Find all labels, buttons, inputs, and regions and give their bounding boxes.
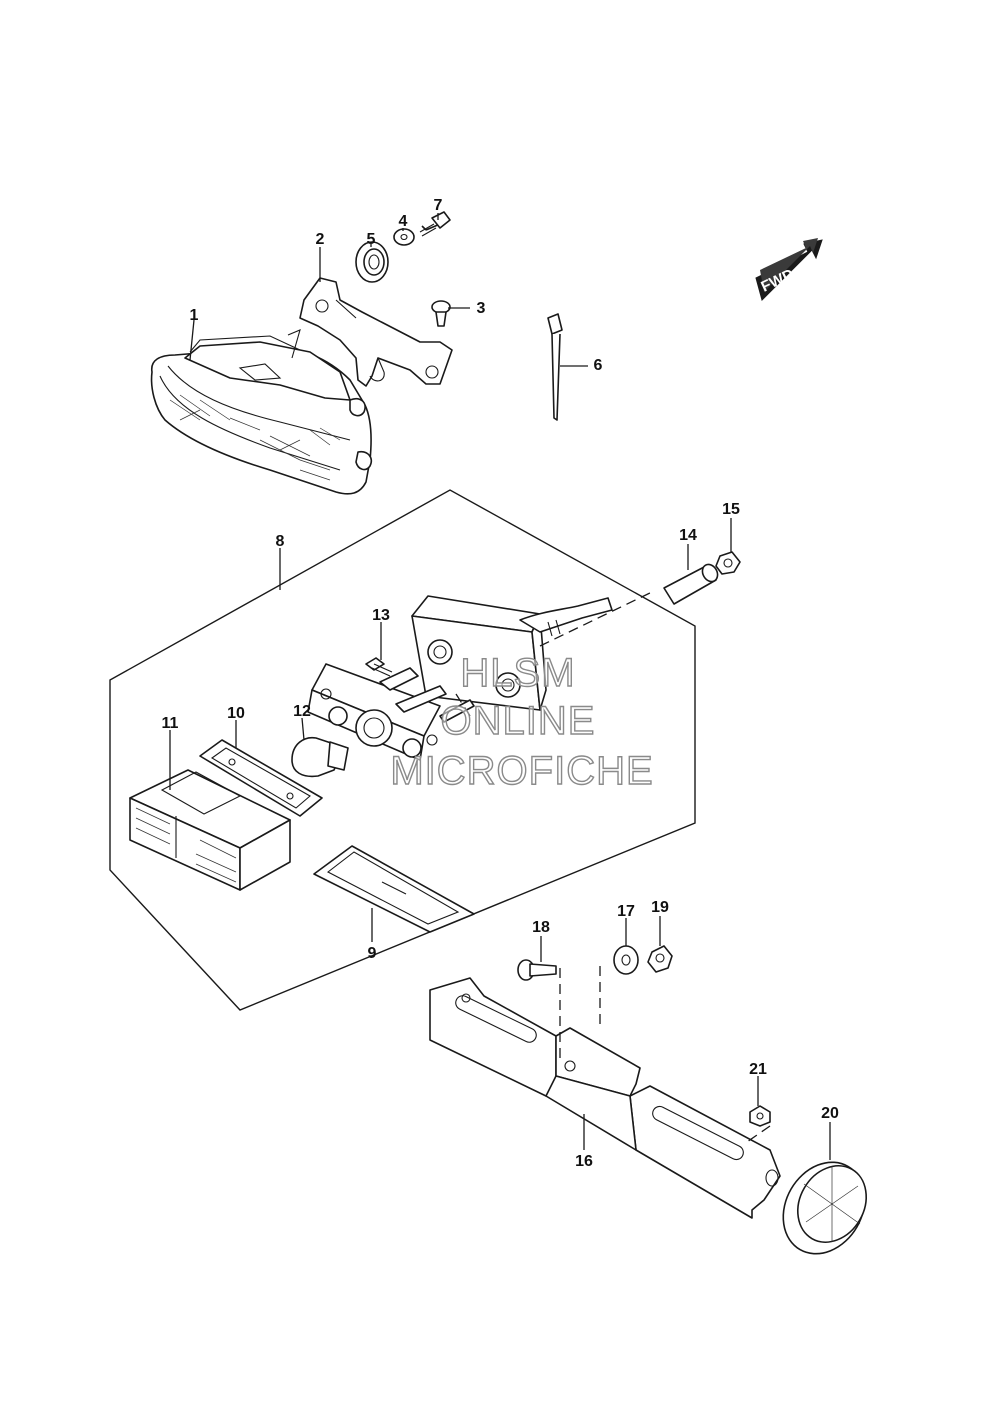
callout-17: 17 <box>617 903 635 920</box>
callout-13: 13 <box>372 607 390 624</box>
callout-19: 19 <box>651 899 669 916</box>
bulb-socket-plate <box>307 663 475 761</box>
callout-6: 6 <box>594 357 603 374</box>
screw-13 <box>365 657 393 677</box>
callout-labels: 1 2 3 4 5 6 7 8 9 10 11 12 13 14 15 16 1… <box>162 197 839 1170</box>
leader-lines <box>169 213 831 1160</box>
callout-5: 5 <box>367 231 376 248</box>
grommet <box>355 241 389 283</box>
callout-10: 10 <box>227 705 245 722</box>
nut-19 <box>647 945 673 973</box>
cable-tie <box>547 313 563 421</box>
nut-21 <box>749 1105 771 1127</box>
callout-9: 9 <box>368 945 377 962</box>
callout-20: 20 <box>821 1105 839 1122</box>
nut-15 <box>715 551 741 575</box>
callout-15: 15 <box>722 501 740 518</box>
bolt-7 <box>419 211 451 237</box>
watermark-line-2: ONLINE <box>441 699 596 743</box>
callout-8: 8 <box>276 533 285 550</box>
callout-11: 11 <box>162 715 179 732</box>
watermark-line-1: HLSM <box>460 651 575 695</box>
washer <box>393 228 415 246</box>
callout-3: 3 <box>477 300 486 317</box>
gasket <box>199 739 323 817</box>
tail-light-assembly <box>150 329 373 495</box>
callout-12: 12 <box>293 703 311 720</box>
license-lamp-housing <box>411 595 613 711</box>
callout-21: 21 <box>749 1061 767 1078</box>
screw-3 <box>431 300 451 327</box>
watermark: HLSM ONLINE MICROFICHE <box>390 650 654 793</box>
callout-2: 2 <box>316 231 325 248</box>
bulb <box>291 736 349 778</box>
callout-7: 7 <box>434 197 443 214</box>
fwd-arrow-icon: FWD <box>755 238 823 301</box>
callout-1: 1 <box>190 307 199 324</box>
license-light-group-box <box>109 489 696 1011</box>
cover-plate <box>313 845 475 933</box>
callout-4: 4 <box>399 213 408 230</box>
watermark-line-3: MICROFICHE <box>390 749 653 793</box>
reflector <box>782 1161 867 1255</box>
license-plate-bracket <box>429 977 781 1219</box>
callout-14: 14 <box>679 527 697 544</box>
screw-18 <box>517 959 557 981</box>
washer-17 <box>613 945 639 975</box>
callout-16: 16 <box>575 1153 593 1170</box>
collar <box>663 563 719 605</box>
callout-18: 18 <box>532 919 550 936</box>
tail-light-bracket <box>299 277 453 387</box>
